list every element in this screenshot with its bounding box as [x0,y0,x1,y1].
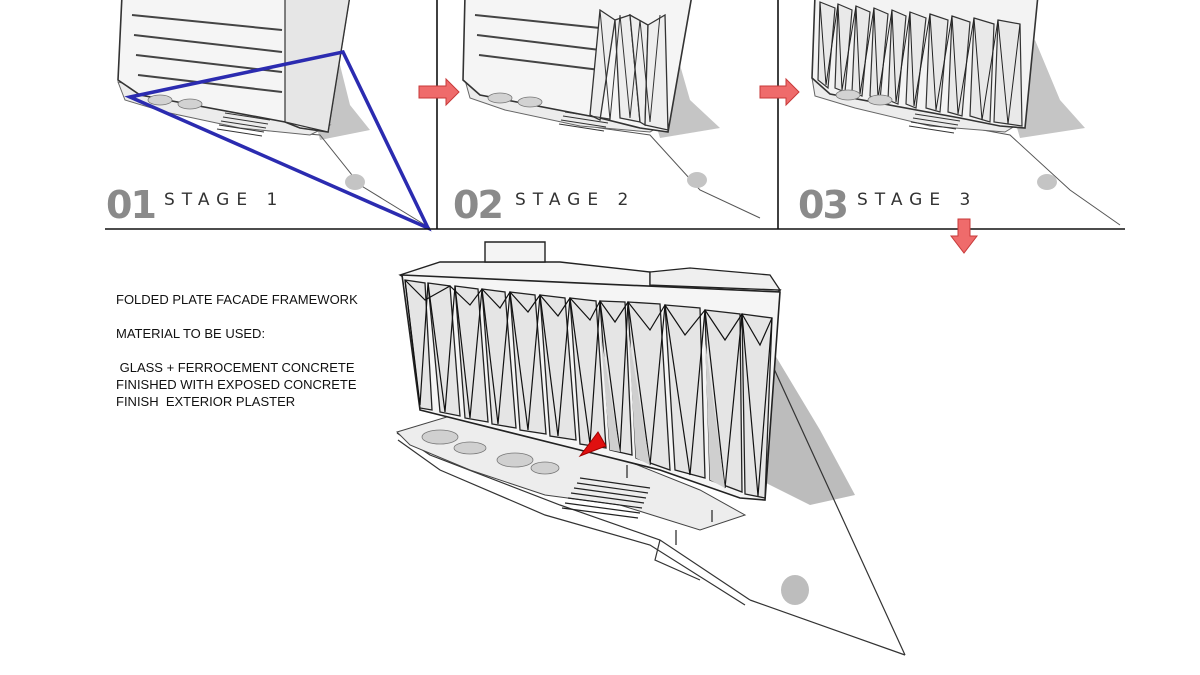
material-line-1: GLASS + FERROCEMENT CONCRETE [116,359,416,376]
notes-title: FOLDED PLATE FACADE FRAMEWORK [116,291,416,308]
stage-2-label: STAGE 2 [515,192,635,209]
material-line-3: FINISH EXTERIOR PLASTER [116,393,416,410]
stage-2-sketch [463,0,760,218]
material-line-2: FINISHED WITH EXPOSED CONCRETE [116,376,416,393]
stage-1-number: 01 [106,186,155,224]
material-heading: MATERIAL TO BE USED: [116,325,416,342]
facade-notes: FOLDED PLATE FACADE FRAMEWORK MATERIAL T… [116,291,416,410]
arrow-right-2 [760,79,799,105]
stage-1-label: STAGE 1 [164,192,284,209]
stage-3-label: STAGE 3 [857,192,977,209]
final-facade-sketch [397,242,905,655]
stage-2-number: 02 [453,186,502,224]
stage-3-number: 03 [798,186,847,224]
arrow-right-1 [419,79,459,105]
arrow-down [951,219,977,253]
